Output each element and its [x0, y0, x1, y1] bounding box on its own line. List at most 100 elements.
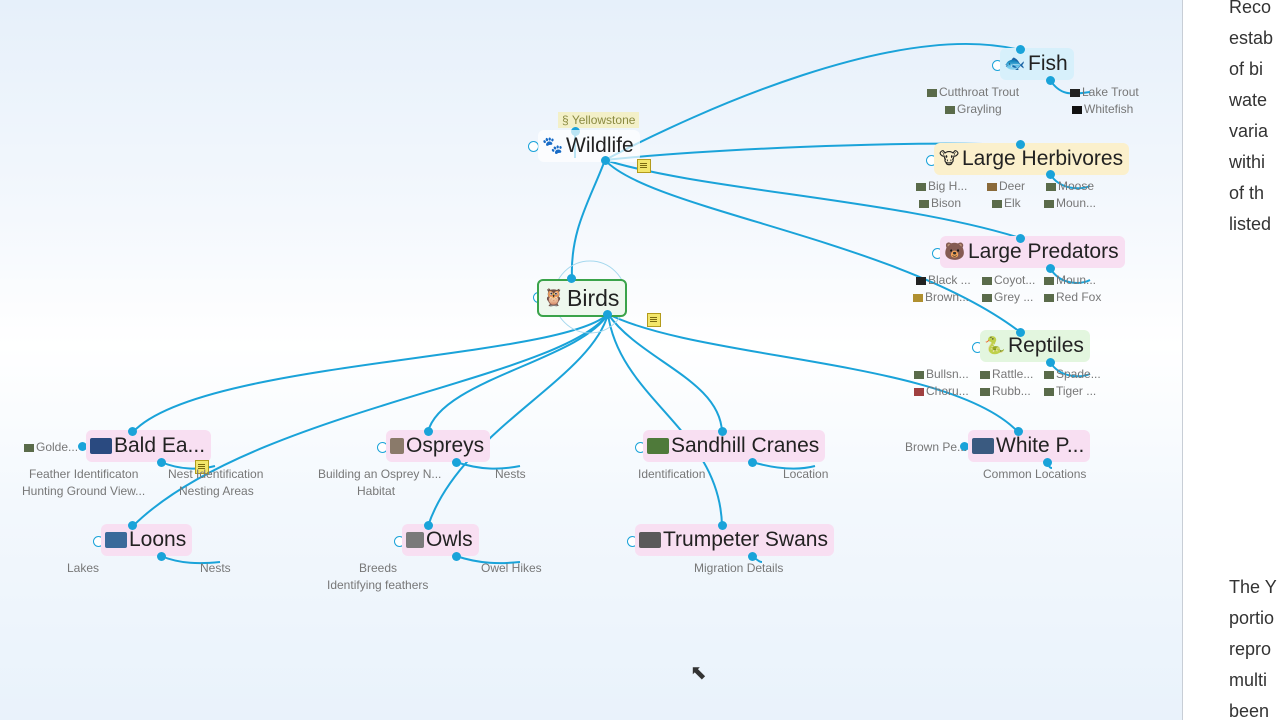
connector-dot[interactable] — [748, 552, 757, 561]
subtopic[interactable]: Common Locations — [983, 467, 1087, 481]
mouse-cursor-icon: ⬉ — [690, 662, 707, 684]
subtopic[interactable]: Tiger ... — [1044, 384, 1096, 398]
connector-dot[interactable] — [748, 458, 757, 467]
subtopic[interactable]: Hunting Ground View... — [22, 484, 146, 498]
cow-icon: 🐮 — [938, 149, 960, 168]
connector-dot[interactable] — [1016, 328, 1025, 337]
subtopic[interactable]: Location — [783, 467, 829, 481]
notes-text-line: Reco — [1229, 0, 1272, 17]
bear-icon: 🐻 — [944, 242, 966, 261]
connector-dot[interactable] — [1046, 264, 1055, 273]
subtopic[interactable]: Whitefish — [1072, 102, 1133, 116]
subtopic[interactable]: Golde... — [24, 440, 78, 454]
node-sandhill-cranes[interactable]: Sandhill Cranes — [643, 430, 826, 462]
node-large-predators[interactable]: 🐻 Large Predators — [940, 236, 1125, 268]
connector-dot[interactable] — [718, 427, 727, 436]
subtopic[interactable]: Bullsn... — [914, 367, 969, 381]
connector-dot[interactable] — [718, 521, 727, 530]
connector-dot[interactable] — [157, 458, 166, 467]
subtopic[interactable]: Nests — [200, 561, 231, 575]
subtopic[interactable]: Habitat — [357, 484, 396, 498]
notes-text-line: repro — [1229, 639, 1272, 659]
subtopic[interactable]: Rubb... — [980, 384, 1031, 398]
node-owls[interactable]: Owls — [402, 524, 479, 556]
node-reptiles[interactable]: 🐍 Reptiles — [980, 330, 1090, 362]
yellowstone-tag[interactable]: § Yellowstone — [558, 112, 640, 128]
subtopic[interactable]: Bison — [919, 196, 961, 210]
subtopic[interactable]: Owel Hikes — [481, 561, 542, 575]
connector-dot[interactable] — [452, 552, 461, 561]
subtopic[interactable]: Rattle... — [980, 367, 1033, 381]
connector-dot[interactable] — [1016, 234, 1025, 243]
owl-thumbnail — [406, 532, 424, 548]
connector-dot[interactable] — [128, 427, 137, 436]
connector-dot[interactable] — [128, 521, 137, 530]
connector-dot[interactable] — [157, 552, 166, 561]
node-fish[interactable]: 🐟 Fish — [1000, 48, 1074, 80]
connector-dot[interactable] — [960, 442, 969, 451]
subtopic[interactable]: Black ... — [916, 273, 971, 287]
swan-thumbnail — [639, 532, 661, 548]
connector-dot[interactable] — [1016, 140, 1025, 149]
connector-dot[interactable] — [452, 458, 461, 467]
subtopic[interactable]: Grey ... — [982, 290, 1033, 304]
subtopic[interactable]: Feather Identificaton — [29, 467, 139, 481]
connector-dot[interactable] — [1043, 458, 1052, 467]
subtopic[interactable]: Moose — [1046, 179, 1094, 193]
subtopic[interactable]: Moun... — [1044, 273, 1096, 287]
connector-dot[interactable] — [1016, 45, 1025, 54]
node-birds[interactable]: 🦉 Birds — [537, 279, 628, 317]
subtopic[interactable]: Identifying feathers — [327, 578, 429, 592]
subtopic[interactable]: Spade... — [1044, 367, 1101, 381]
node-wildlife[interactable]: 🐾 Wildlife — [538, 130, 640, 162]
connector-dot[interactable] — [1046, 76, 1055, 85]
mind-map-canvas[interactable]: § Yellowstone 🐾 Wildlife 🦉 Birds 🐟 Fish … — [0, 0, 1182, 720]
node-bald-eagle[interactable]: Bald Ea... — [86, 430, 212, 462]
subtopic[interactable]: Nesting Areas — [179, 484, 254, 498]
connector-dot[interactable] — [603, 310, 612, 319]
subtopic[interactable]: Lakes — [67, 561, 100, 575]
subtopic[interactable]: Nest Identification — [168, 467, 264, 481]
connector-dot[interactable] — [601, 156, 610, 165]
notes-text-line: portio — [1229, 608, 1275, 628]
subtopic[interactable]: Big H... — [916, 179, 967, 193]
subtopic[interactable]: Nests — [495, 467, 526, 481]
connector-dot[interactable] — [567, 274, 576, 283]
subtopic[interactable]: Lake Trout — [1070, 85, 1139, 99]
connector-dot[interactable] — [1046, 358, 1055, 367]
note-icon[interactable] — [637, 159, 651, 173]
node-loons[interactable]: Loons — [101, 524, 193, 556]
connector-dot[interactable] — [78, 442, 87, 451]
node-label: Bald Ea... — [114, 434, 206, 457]
node-ospreys[interactable]: Ospreys — [386, 430, 491, 462]
subtopic[interactable]: Brown Pe... — [905, 440, 968, 454]
note-icon[interactable] — [195, 460, 209, 474]
subtopic[interactable]: Deer — [987, 179, 1025, 193]
notes-text-line: withi — [1229, 152, 1266, 172]
subtopic[interactable]: Migration Details — [694, 561, 784, 575]
subtopic[interactable]: Building an Osprey N... — [318, 467, 442, 481]
subtopic[interactable]: Grayling — [945, 102, 1002, 116]
subtopic[interactable]: Moun... — [1044, 196, 1096, 210]
subtopic[interactable]: Breeds — [359, 561, 398, 575]
node-label: White P... — [996, 434, 1085, 457]
node-large-herbivores[interactable]: 🐮 Large Herbivores — [934, 143, 1130, 175]
node-trumpeter-swans[interactable]: Trumpeter Swans — [635, 524, 834, 556]
subtopic[interactable]: Cutthroat Trout — [927, 85, 1019, 99]
subtopic[interactable]: Red Fox — [1044, 290, 1101, 304]
eagle-thumbnail — [90, 438, 112, 454]
node-white-pelican[interactable]: White P... — [968, 430, 1091, 462]
connector-dot[interactable] — [1014, 427, 1023, 436]
subtopic[interactable]: Coyot... — [982, 273, 1035, 287]
subtopic[interactable]: Elk — [992, 196, 1021, 210]
subtopic[interactable]: Brown... — [913, 290, 969, 304]
subtopic[interactable]: Identification — [638, 467, 706, 481]
note-icon[interactable] — [647, 313, 661, 327]
subtopic[interactable]: Choru... — [914, 384, 969, 398]
connector-dot[interactable] — [424, 521, 433, 530]
notes-text-line: estab — [1229, 28, 1274, 48]
connector-dot[interactable] — [1046, 170, 1055, 179]
connector-dot[interactable] — [424, 427, 433, 436]
node-label: Large Herbivores — [962, 147, 1124, 170]
